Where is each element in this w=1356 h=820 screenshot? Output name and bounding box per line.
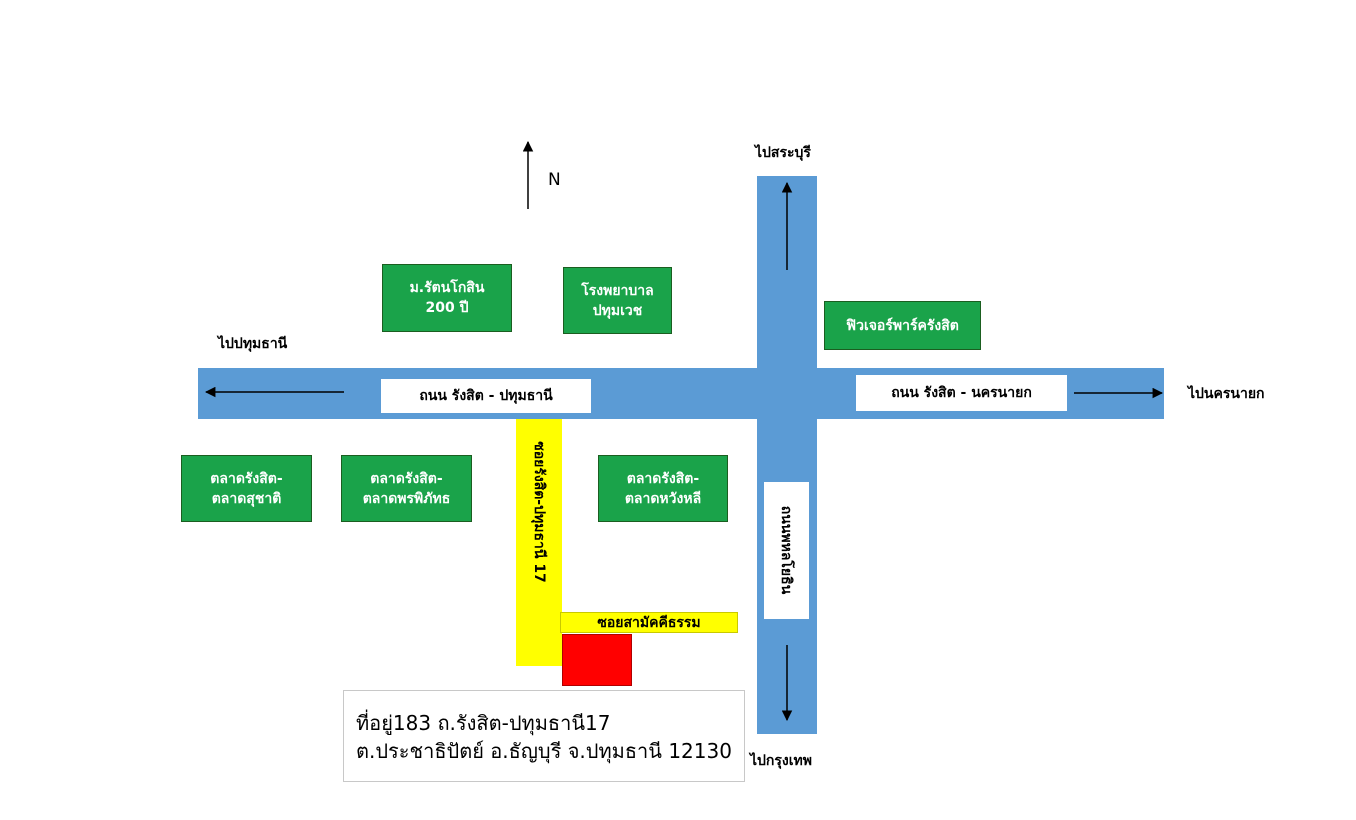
- address-box: ที่อยู่183 ถ.รังสิต-ปทุมธานี17 ต.ประชาธิ…: [343, 690, 745, 782]
- landmark-future-park: ฟิวเจอร์พาร์ครังสิต: [824, 301, 981, 350]
- road-label-rangsit-pathumthani: ถนน รังสิต - ปทุมธานี: [381, 379, 591, 413]
- direction-east-label: ไปนครนายก: [1188, 386, 1265, 402]
- landmark-market-wanglee: ตลาดรังสิต- ตลาดหวังหลี: [598, 455, 728, 522]
- road-label-rangsit-nakhonnayok: ถนน รังสิต - นครนายก: [856, 375, 1067, 411]
- compass-north-label: N: [548, 170, 561, 190]
- destination-marker: [562, 634, 632, 686]
- direction-south-label: ไปกรุงเทพ: [750, 753, 813, 769]
- landmark-university: ม.รัตนโกสิน 200 ปี: [382, 264, 512, 332]
- soi-samakkhi-tham-label: ซอยสามัคคีธรรม: [597, 614, 701, 631]
- direction-north-label: ไปสระบุรี: [755, 145, 811, 161]
- soi-samakkhi-tham: ซอยสามัคคีธรรม: [560, 612, 738, 633]
- direction-west-label: ไปปทุมธานี: [218, 336, 288, 352]
- soi-rangsit-pathum-17: [516, 419, 562, 666]
- address-line-1: ที่อยู่183 ถ.รังสิต-ปทุมธานี17: [356, 711, 611, 735]
- landmark-hospital: โรงพยาบาล ปทุมเวช: [563, 267, 672, 334]
- address-line-2: ต.ประชาธิปัตย์ อ.ธัญบุรี จ.ปทุมธานี 1213…: [356, 739, 732, 763]
- road-label-phahonyothin-box: [764, 482, 809, 619]
- landmark-market-pornpipat: ตลาดรังสิต- ตลาดพรพิภัทธ: [341, 455, 472, 522]
- landmark-market-suchart: ตลาดรังสิต- ตลาดสุชาติ: [181, 455, 312, 522]
